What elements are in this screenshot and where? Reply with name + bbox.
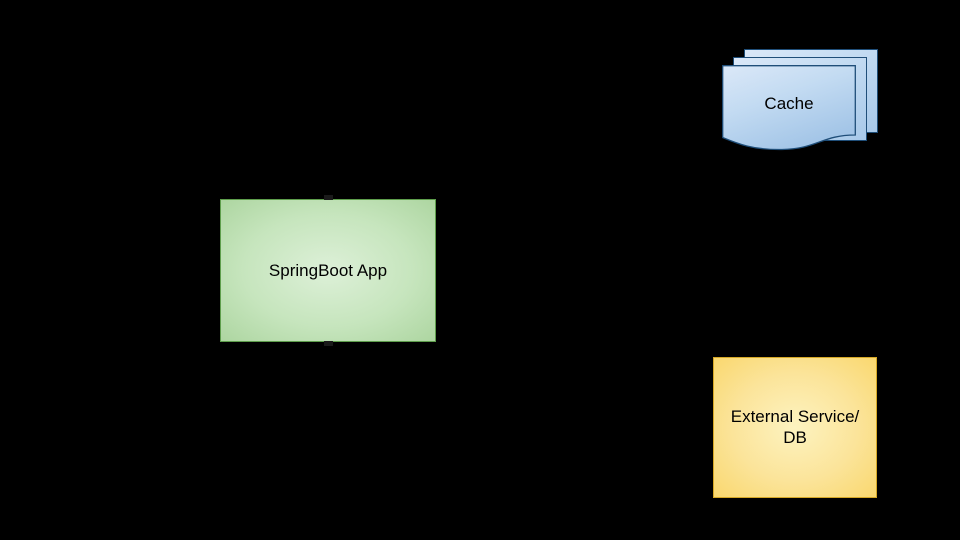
springboot-connector-stub-top xyxy=(324,195,333,200)
node-external-service-db[interactable]: External Service/ DB xyxy=(713,357,877,498)
node-cache[interactable]: Cache xyxy=(722,46,880,154)
node-springboot-app-label: SpringBoot App xyxy=(268,261,388,280)
cache-card-front-layer xyxy=(722,65,856,151)
node-springboot-app[interactable]: SpringBoot App xyxy=(220,195,436,346)
springboot-connector-stub-bottom xyxy=(324,341,333,346)
node-external-service-db-label: External Service/ DB xyxy=(730,407,860,447)
